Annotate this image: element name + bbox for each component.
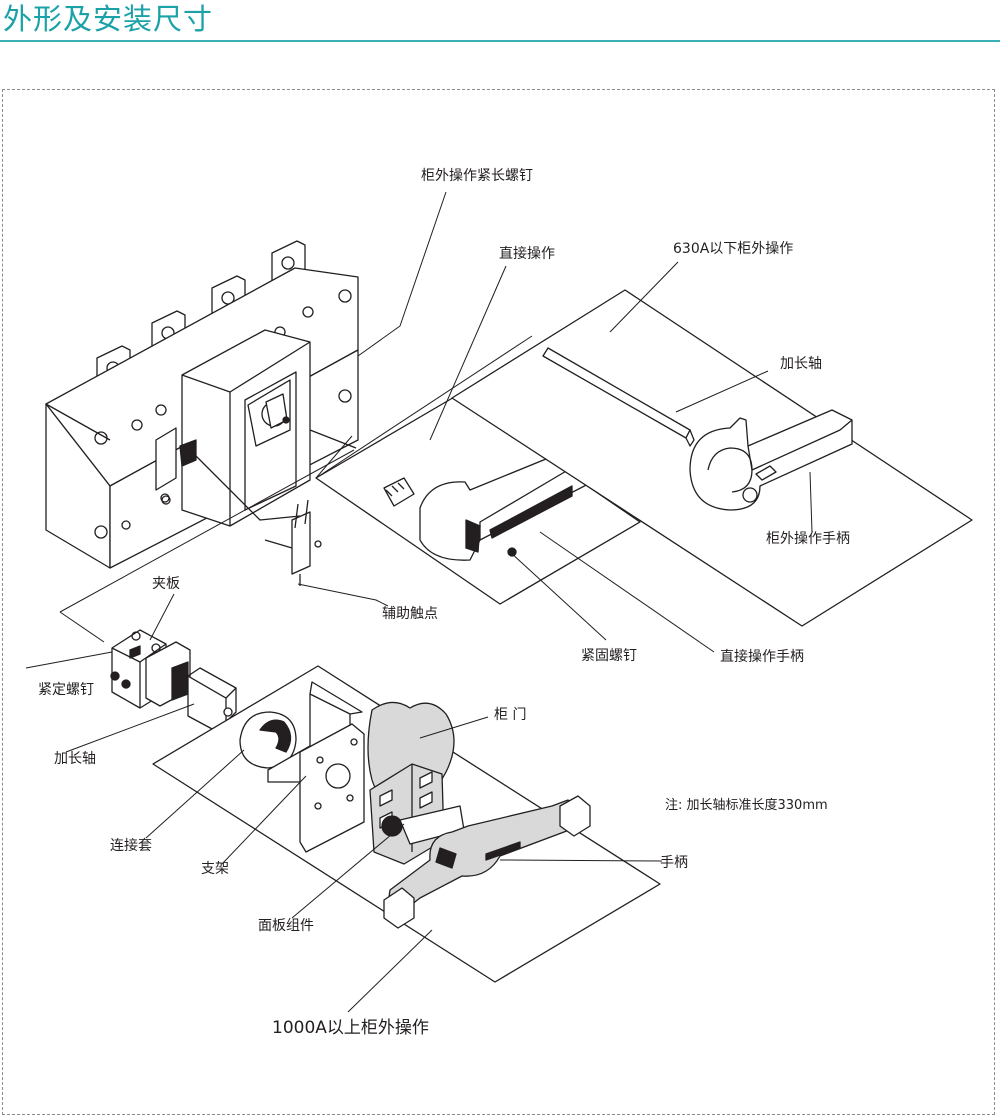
panel-630 — [451, 289, 973, 627]
label-fasten-screw: 紧固螺钉 — [581, 648, 637, 664]
label-clamp-plate: 夹板 — [152, 576, 180, 592]
label-direct-op: 直接操作 — [499, 246, 555, 262]
aux-contact — [264, 499, 322, 586]
leader-lines — [25, 191, 813, 1013]
switch-body — [45, 240, 359, 569]
label-aux-contact: 辅助触点 — [382, 606, 438, 622]
label-ext-shaft-bottom: 加长轴 — [54, 751, 96, 767]
label-op-below-630: 630A以下柜外操作 — [673, 241, 794, 257]
label-note: 注: 加长轴标准长度330mm — [665, 798, 828, 813]
label-cabinet-door: 柜 门 — [494, 707, 527, 723]
title-underline — [0, 40, 1000, 42]
label-handle: 手柄 — [660, 855, 688, 871]
clamp-assembly — [110, 629, 237, 731]
page-title: 外形及安装尺寸 — [3, 2, 214, 36]
label-screw-long: 柜外操作紧长螺钉 — [421, 168, 533, 184]
panel-1000 — [152, 665, 661, 983]
label-direct-handle: 直接操作手柄 — [720, 649, 804, 665]
label-outer-handle: 柜外操作手柄 — [766, 531, 850, 547]
label-panel-assembly: 面板组件 — [258, 918, 314, 934]
label-bracket: 支架 — [201, 861, 229, 877]
label-ext-shaft-top: 加长轴 — [780, 356, 822, 372]
diagram-frame — [2, 89, 995, 1115]
label-coupling: 连接套 — [110, 838, 152, 854]
label-op-above-1000: 1000A以上柜外操作 — [272, 1018, 429, 1038]
label-set-screw: 紧定螺钉 — [38, 682, 94, 698]
direct-op-panel — [315, 395, 641, 605]
